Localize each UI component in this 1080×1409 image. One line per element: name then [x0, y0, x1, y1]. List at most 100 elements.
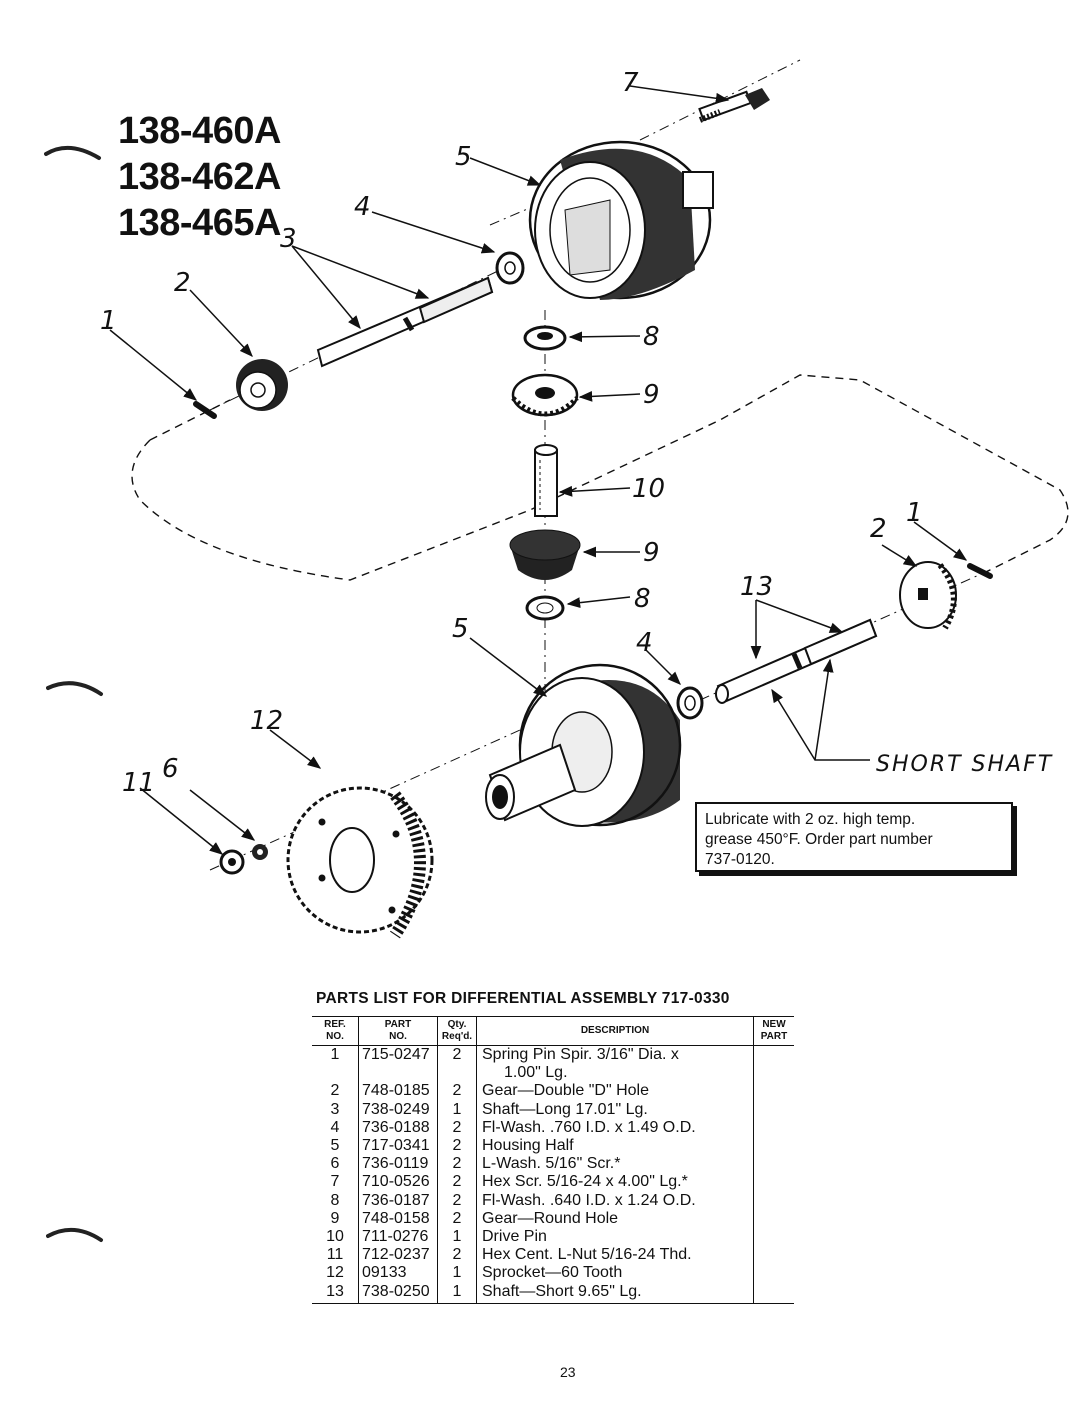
callout-2: 2: [174, 268, 191, 298]
description-cell: L-Wash. 5/16" Scr.*: [476, 1155, 754, 1174]
hex-lock-nut: [219, 849, 245, 875]
description-cell: Hex Scr. 5/16-24 x 4.00" Lg.*: [476, 1173, 754, 1192]
table-row: 4 736-0188 2 Fl-Wash. .760 I.D. x 1.49 O…: [312, 1118, 794, 1138]
qty-cell: 2: [437, 1045, 477, 1083]
ref-cell: 4: [312, 1118, 359, 1138]
header-qty: Qty.Req'd.: [437, 1016, 477, 1046]
qty-cell: 1: [437, 1228, 477, 1247]
ref-cell: 1: [312, 1045, 359, 1083]
callout-6: 6: [162, 754, 179, 784]
part-cell: 736-0188: [358, 1118, 438, 1138]
qty-cell: 2: [437, 1118, 477, 1138]
new-part-cell: [754, 1046, 795, 1083]
ref-cell: 7: [312, 1173, 359, 1192]
ref-cell: 9: [312, 1209, 359, 1229]
description-cell: Shaft—Long 17.01" Lg.: [476, 1100, 754, 1119]
qty-cell: 2: [437, 1173, 477, 1192]
callout-11: 11: [122, 768, 156, 798]
description-cell: Fl-Wash. .640 I.D. x 1.24 O.D.: [476, 1191, 754, 1210]
callout-3: 3: [280, 224, 297, 254]
new-part-cell: [754, 1101, 795, 1119]
margin-punch-mark: [44, 146, 101, 160]
callout-10: 10: [632, 474, 666, 504]
housing-half-top: [528, 140, 714, 300]
ref-cell: 3: [312, 1100, 359, 1119]
drive-pin: [534, 444, 558, 517]
part-cell: 711-0276: [358, 1228, 438, 1247]
ref-cell: 12: [312, 1264, 359, 1283]
spring-pin: [193, 401, 217, 419]
callout-5: 5: [452, 614, 469, 644]
ref-cell: 2: [312, 1082, 359, 1101]
table-row: 13 738-0250 1 Shaft—Short 9.65" Lg.: [312, 1282, 794, 1304]
callout-7: 7: [622, 68, 639, 98]
part-cell: 736-0119: [358, 1155, 438, 1174]
housing-half-bottom: [485, 663, 682, 827]
header-description: DESCRIPTION: [476, 1016, 754, 1046]
callout-4: 4: [354, 192, 371, 222]
ref-cell: 10: [312, 1228, 359, 1247]
parts-list-title: PARTS LIST FOR DIFFERENTIAL ASSEMBLY 717…: [316, 990, 730, 1007]
spring-pin: [967, 563, 993, 579]
new-part-cell: [753, 1282, 794, 1304]
exploded-diagram: [109, 59, 1069, 939]
new-part-cell: [754, 1246, 795, 1264]
new-part-cell: [754, 1173, 795, 1191]
description-cell: Sprocket—60 Tooth: [476, 1264, 754, 1283]
new-part-cell: [754, 1228, 795, 1246]
sprocket: [286, 786, 434, 939]
table-row: 2 748-0185 2 Gear—Double "D" Hole: [312, 1082, 795, 1101]
callout-8: 8: [634, 584, 651, 614]
part-cell: 738-0249: [358, 1100, 438, 1119]
ref-cell: 13: [312, 1282, 359, 1304]
description-cell: Shaft—Short 9.65" Lg.: [476, 1282, 754, 1304]
ref-cell: 11: [312, 1246, 359, 1265]
model-numbers: 138-460A 138-462A 138-465A: [118, 108, 281, 246]
hex-screw: [698, 88, 770, 123]
description-cell: Gear—Round Hole: [476, 1209, 754, 1229]
qty-cell: 1: [437, 1264, 477, 1283]
part-cell: 712-0237: [358, 1246, 438, 1265]
part-cell: 748-0158: [358, 1209, 438, 1229]
callout-1: 1: [100, 306, 117, 336]
callout-2: 2: [870, 514, 887, 544]
ref-cell: 6: [312, 1155, 359, 1174]
table-row: 10 711-0276 1 Drive Pin: [312, 1228, 795, 1247]
lubrication-note: Lubricate with 2 oz. high temp. grease 4…: [695, 802, 1013, 872]
new-part-cell: [754, 1264, 795, 1282]
model-number: 138-460A: [118, 110, 281, 152]
short-shaft: [715, 618, 878, 704]
qty-cell: 2: [437, 1137, 477, 1156]
part-cell: 710-0526: [358, 1173, 438, 1192]
callout-5: 5: [455, 142, 472, 172]
table-row: 12 09133 1 Sprocket—60 Tooth: [312, 1264, 795, 1283]
ref-cell: 5: [312, 1137, 359, 1156]
note-line: 737-0120.: [705, 851, 775, 868]
part-cell: 736-0187: [358, 1191, 438, 1210]
bevel-gear-left: [236, 359, 288, 411]
callout-1: 1: [906, 498, 923, 528]
part-cell: 748-0185: [358, 1082, 438, 1101]
part-cell: 09133: [358, 1264, 438, 1283]
callout-9: 9: [643, 538, 660, 568]
table-row: 3 738-0249 1 Shaft—Long 17.01" Lg.: [312, 1100, 795, 1119]
new-part-cell: [754, 1082, 795, 1100]
table-row: 8 736-0187 2 Fl-Wash. .640 I.D. x 1.24 O…: [312, 1191, 795, 1210]
qty-cell: 2: [437, 1191, 477, 1210]
part-cell: 717-0341: [358, 1137, 438, 1156]
description-cell: Housing Half: [476, 1137, 754, 1156]
new-part-cell: [754, 1192, 795, 1210]
table-row: 9 748-0158 2 Gear—Round Hole: [312, 1209, 795, 1229]
description-cell: Drive Pin: [476, 1228, 754, 1247]
page-number: 23: [560, 1364, 576, 1380]
part-cell: 738-0250: [358, 1282, 438, 1304]
part-cell: 715-0247: [358, 1045, 438, 1083]
new-part-cell: [754, 1155, 795, 1173]
note-line: grease 450°F. Order part number: [705, 831, 933, 848]
table-row: 1 715-0247 2 Spring Pin Spir. 3/16" Dia.…: [312, 1045, 795, 1083]
bevel-gear-right: [899, 561, 957, 630]
new-part-cell: [754, 1210, 795, 1228]
